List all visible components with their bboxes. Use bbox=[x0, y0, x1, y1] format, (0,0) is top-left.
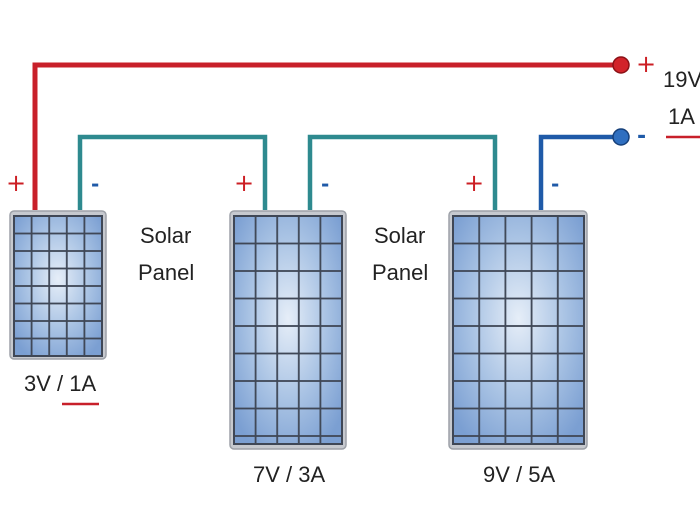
panel-3-rating: 9V / 5A bbox=[483, 462, 555, 487]
panel-3-plus-sign: + bbox=[464, 169, 484, 197]
solar-panel-label-2-line2: Panel bbox=[372, 260, 428, 285]
negative-terminal bbox=[612, 128, 630, 146]
positive-terminal bbox=[612, 56, 630, 74]
solar-panel-label-1-line1: Solar bbox=[140, 223, 191, 248]
positive-output-wire bbox=[32, 62, 620, 210]
solar-panel-label-1-line2: Panel bbox=[138, 260, 194, 285]
link-wire-1 bbox=[77, 134, 268, 210]
panel-1-rating: 3V / 1A bbox=[24, 371, 96, 396]
solar-panel-3 bbox=[448, 210, 588, 450]
solar-panel-label-2-line1: Solar bbox=[374, 223, 425, 248]
panel-1-minus-sign: - bbox=[91, 172, 99, 196]
negative-output-wire bbox=[538, 134, 620, 210]
panel-2-plus-sign: + bbox=[234, 169, 254, 197]
panel-3-minus-sign: - bbox=[551, 172, 559, 196]
solar-panel-2 bbox=[229, 210, 347, 450]
panel-1-plus-sign: + bbox=[6, 169, 26, 197]
output-negative-sign: - bbox=[637, 124, 646, 149]
solar-panel-1 bbox=[9, 210, 107, 360]
output-voltage: 19V bbox=[663, 67, 700, 92]
output-positive-sign: + bbox=[636, 50, 656, 78]
panel-2-minus-sign: - bbox=[321, 172, 329, 196]
output-current: 1A bbox=[668, 104, 695, 129]
link-wire-2 bbox=[307, 134, 498, 210]
panel-2-rating: 7V / 3A bbox=[253, 462, 325, 487]
